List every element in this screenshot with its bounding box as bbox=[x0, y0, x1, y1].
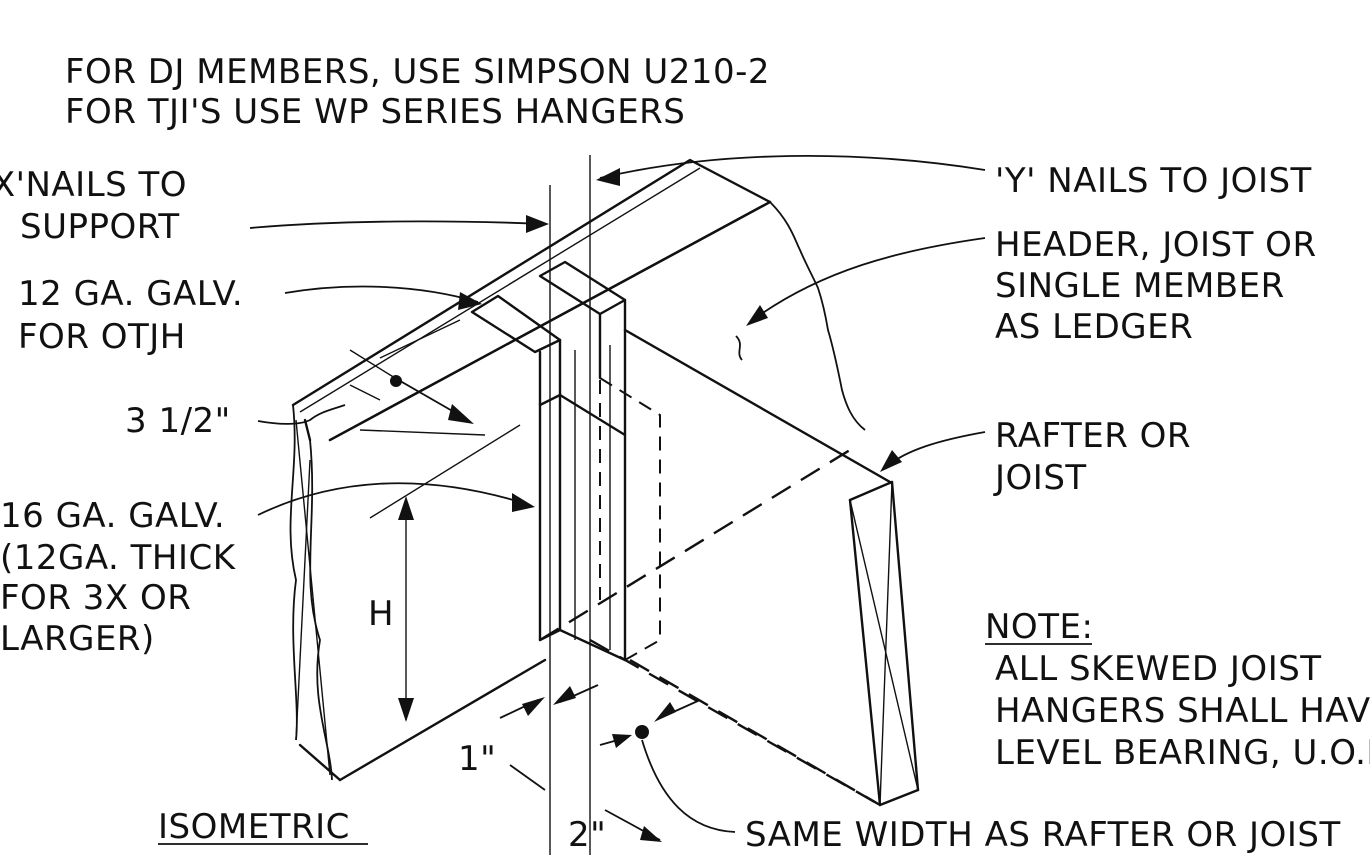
hanger bbox=[470, 155, 661, 855]
x-nails-label-line-2: SUPPORT bbox=[20, 207, 180, 247]
ga16-label-line-1: 16 GA. GALV. bbox=[0, 496, 225, 536]
top-note-line-1: FOR DJ MEMBERS, USE SIMPSON U210-2 bbox=[65, 52, 770, 92]
ga12-label-line-1: 12 GA. GALV. bbox=[18, 274, 243, 314]
header-label-line-1: HEADER, JOIST OR bbox=[995, 225, 1317, 265]
ga16-label-line-4: LARGER) bbox=[0, 619, 155, 659]
dim-h-label: H bbox=[368, 594, 394, 634]
x-nails-label-line-1: 'X'NAILS TO bbox=[0, 165, 187, 205]
note-line-2: HANGERS SHALL HAVE bbox=[995, 691, 1370, 731]
text-labels: FOR DJ MEMBERS, USE SIMPSON U210-2 FOR T… bbox=[0, 52, 1370, 855]
dim-2in-label: 2" bbox=[568, 815, 606, 855]
rafter-label-line-2: JOIST bbox=[993, 458, 1087, 498]
view-title: ISOMETRIC bbox=[158, 807, 350, 847]
header-label-line-2: SINGLE MEMBER bbox=[995, 266, 1285, 306]
dim-3-1-2-label: 3 1/2" bbox=[125, 401, 231, 441]
ga16-label-line-2: (12GA. THICK bbox=[0, 538, 237, 578]
dim-1in-label: 1" bbox=[458, 739, 496, 779]
ga12-label-line-2: FOR OTJH bbox=[18, 317, 186, 357]
header-member bbox=[289, 158, 866, 782]
ga16-label-line-3: FOR 3X OR bbox=[0, 578, 191, 618]
same-width-label: SAME WIDTH AS RAFTER OR JOIST bbox=[745, 815, 1341, 855]
note-line-3: LEVEL BEARING, U.O.N. bbox=[995, 733, 1370, 773]
rafter-member bbox=[539, 328, 920, 807]
y-nails-label: 'Y' NAILS TO JOIST bbox=[995, 161, 1312, 201]
leader-lines bbox=[158, 154, 1092, 845]
header-label-line-3: AS LEDGER bbox=[995, 307, 1193, 347]
note-line-1: ALL SKEWED JOIST bbox=[995, 649, 1322, 689]
top-note-line-2: FOR TJI'S USE WP SERIES HANGERS bbox=[65, 92, 685, 132]
note-heading: NOTE: bbox=[985, 607, 1093, 647]
rafter-label-line-1: RAFTER OR bbox=[995, 416, 1191, 456]
